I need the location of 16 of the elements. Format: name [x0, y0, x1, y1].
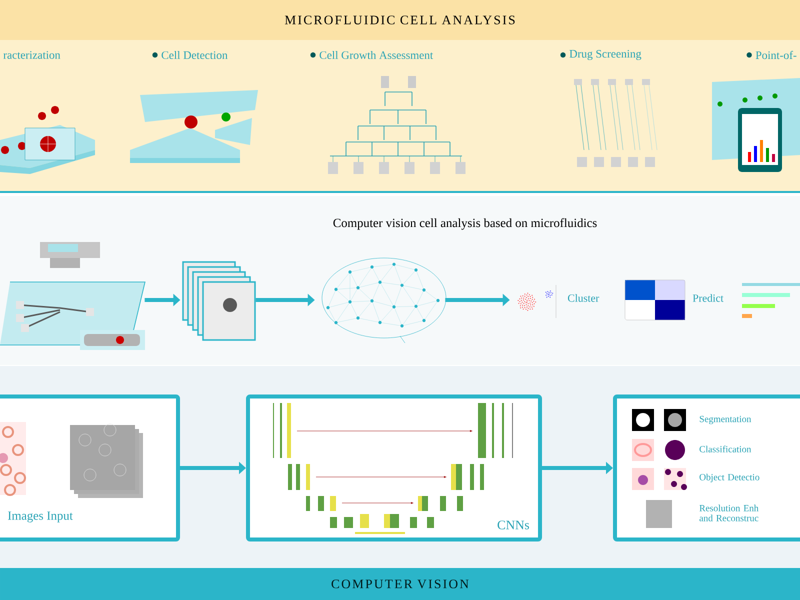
panel-box: CNNs [246, 394, 542, 542]
bar-drawing [742, 283, 800, 318]
microscope-chip-drawing [0, 242, 146, 350]
panel-box: Images Input [0, 394, 180, 542]
scatter-plot-drawing [518, 284, 556, 318]
picture-caption: Cluster [568, 294, 600, 302]
item-title: racterization [3, 51, 60, 59]
matrix-drawing [624, 280, 686, 320]
item-title: Drug Screening [560, 50, 642, 60]
panel-box: Segmentation Classification Object Detectio Resolution Enh and Reconstruc [613, 394, 800, 542]
item-title: Cell Growth Assessment [310, 50, 434, 60]
picture-caption: Predict [692, 294, 724, 302]
brain-network-drawing [322, 258, 446, 344]
item-title: Point-of- [746, 50, 796, 60]
image-stack-drawing [182, 261, 256, 341]
item-title: Cell Detection [152, 50, 228, 60]
